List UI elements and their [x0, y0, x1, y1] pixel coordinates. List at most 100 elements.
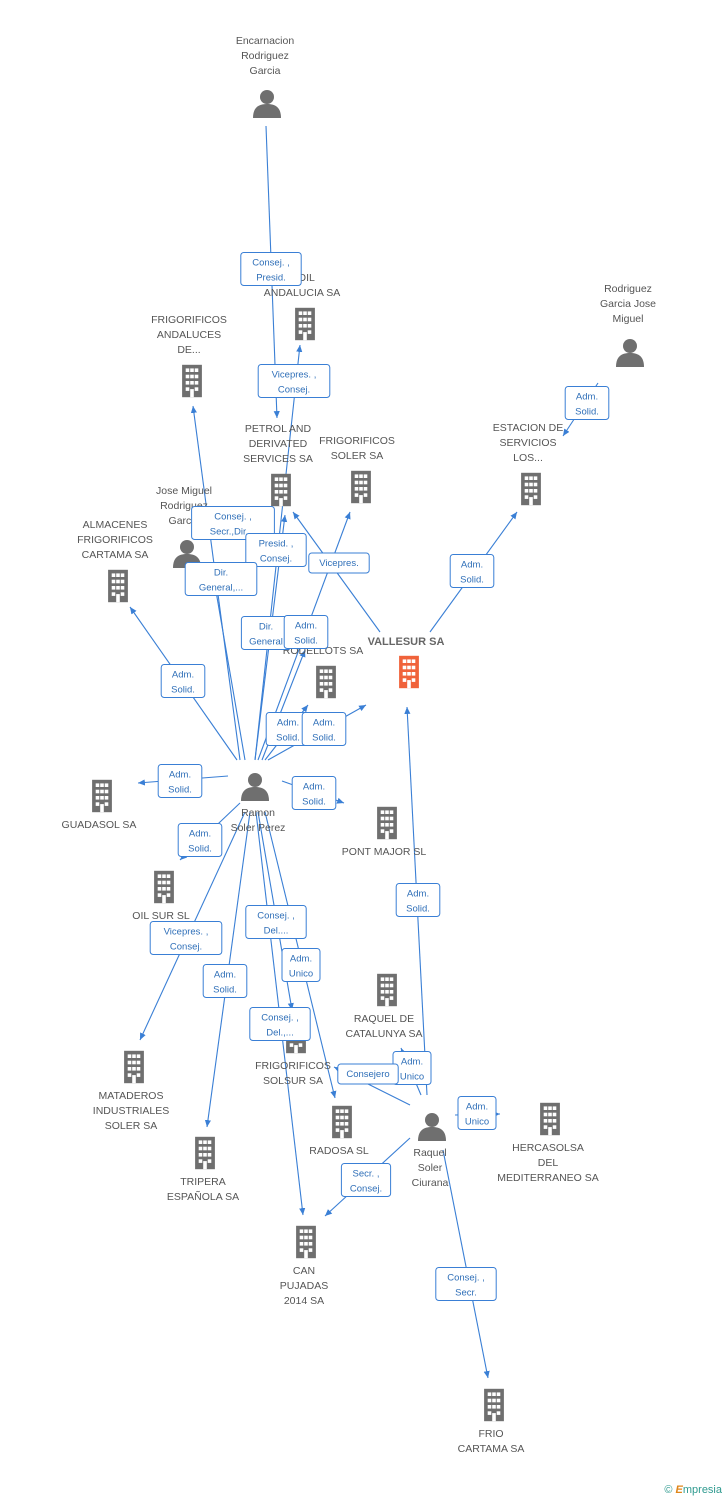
- node-label-line: DEL: [538, 1157, 559, 1169]
- edge-label-line: Del....: [264, 926, 289, 937]
- building-icon: [92, 779, 112, 813]
- node-label-line: MATADEROS: [99, 1090, 164, 1102]
- edge-label-box: [245, 905, 307, 939]
- edge-label-ramon-frig_andaluces[interactable]: Consej. ,Secr.,Dir....: [191, 506, 275, 540]
- node-label-line: RADOSA SL: [309, 1145, 369, 1157]
- edge-label-line: Solid.: [312, 733, 336, 744]
- edge-label-ramon-petrol[interactable]: Presid. ,Consej.: [245, 533, 307, 567]
- edge-label-raquel-hercasolsa[interactable]: Adm.Unico: [457, 1096, 497, 1130]
- node-label-line: Soler: [418, 1162, 443, 1174]
- edge-label-raquel-can_pujadas[interactable]: Secr. ,Consej.: [340, 1163, 392, 1197]
- edge-label-raquel-frio_cartama[interactable]: Consej. ,Secr.: [435, 1267, 497, 1301]
- edge-label-line: Dir.: [214, 568, 228, 579]
- edge-label-rodriguez_jm-estacion[interactable]: Adm.Solid.: [564, 386, 610, 420]
- edge-label-box: [435, 1267, 497, 1301]
- node-label-line: CATALUNYA SA: [345, 1028, 422, 1040]
- edge-label-line: Adm.: [169, 770, 191, 781]
- edge-label-box: [191, 506, 275, 540]
- edge-label-ramon-frig_soler_b[interactable]: Adm.Solid.: [283, 615, 329, 649]
- edge-label-line: General: [249, 637, 283, 648]
- edge-label-box: [395, 883, 441, 917]
- edge-label-ramon-pont_major[interactable]: Adm.Solid.: [291, 776, 337, 810]
- edge-label-ramon-can_pujadas[interactable]: Consej. ,Del.,...: [249, 1007, 311, 1041]
- edge-label-ramon-tripera[interactable]: Adm.Solid.: [202, 964, 248, 998]
- edge-label-line: Adm.: [466, 1102, 488, 1113]
- node-label-line: DERIVATED: [249, 438, 308, 450]
- edge-label-ramon-frig_solsur[interactable]: Consej. , Del....: [245, 905, 307, 939]
- edge-label-ramon-vallesur[interactable]: Adm.Solid.: [301, 712, 347, 746]
- edge-label-encarnacion-petrol[interactable]: Consej. ,Presid.: [240, 252, 302, 286]
- edge-label-ramon-guadasol[interactable]: Adm.Solid.: [157, 764, 203, 798]
- edge-label-line: Adm.: [401, 1057, 423, 1068]
- edge-label-line: Consej.: [278, 385, 310, 396]
- edge-label-text: Vicepres. ,Consej.: [164, 927, 209, 953]
- edge-label-ramon-almacenes[interactable]: Adm.Solid.: [160, 664, 206, 698]
- edge-label-line: Presid. ,: [259, 539, 294, 550]
- edge-label-ramon-radosa[interactable]: Adm.Unico: [281, 948, 321, 982]
- edge-label-ramon-oil_sur[interactable]: Adm.Solid.: [177, 823, 223, 857]
- edge-label-line: Secr.,Dir....: [210, 527, 256, 538]
- edge-label-raquel-raquel_cat[interactable]: Adm.Unico: [392, 1051, 432, 1085]
- edge-label-text: Adm.Solid.: [171, 670, 195, 696]
- edge-label-ramon-frig_soler[interactable]: Dir.General: [240, 616, 292, 650]
- edge-label-raquel-frig_solsur[interactable]: Consejero: [337, 1063, 399, 1085]
- edge-label-raquel-vallesur[interactable]: Adm.Solid.: [395, 883, 441, 917]
- edge-label-ramon-jose_miguel_box[interactable]: Dir.General,...: [184, 562, 258, 596]
- building-icon: [316, 665, 336, 699]
- node-radosa[interactable]: RADOSA SL: [309, 1105, 369, 1157]
- edge-label-box: [160, 664, 206, 698]
- edge-label-text: Dir.General: [249, 622, 283, 648]
- edge-label-line: Consej.: [170, 942, 202, 953]
- node-vallesur[interactable]: VALLESUR SA: [368, 636, 445, 689]
- edge-label-text: Adm.Solid.: [188, 829, 212, 855]
- edge-label-line: Adm.: [461, 560, 483, 571]
- node-label: VALLESUR SA: [368, 636, 445, 648]
- edge-label-line: Solid.: [294, 636, 318, 647]
- edge-label-box: [337, 1063, 399, 1085]
- node-guadasol[interactable]: GUADASOL SA: [62, 779, 137, 831]
- node-pont-major[interactable]: PONT MAJOR SL: [342, 806, 427, 858]
- node-oil-sur[interactable]: OIL SUR SL: [132, 870, 190, 922]
- edge-label-box: [281, 948, 321, 982]
- edge-label-line: Consej. ,: [257, 911, 295, 922]
- edge-label-ramon-mataderos[interactable]: Vicepres. ,Consej.: [149, 921, 223, 955]
- edge-label-ramon-oil_andalucia[interactable]: Vicepres. ,Consej.: [257, 364, 331, 398]
- edge-label-text: Adm.Solid.: [575, 392, 599, 418]
- edge-label-box: [449, 554, 495, 588]
- node-label-line: ESTACION DE: [493, 422, 563, 434]
- edge-label-text: Consej. ,Presid.: [252, 258, 290, 284]
- edge-label-vallesur-estacion[interactable]: Adm.Solid.: [449, 554, 495, 588]
- building-icon: [271, 473, 291, 507]
- node-rodellots[interactable]: RODELLOTS SA: [283, 645, 364, 699]
- edge-label-line: Solid.: [575, 407, 599, 418]
- node-label-line: FRIGORIFICOS: [319, 435, 395, 447]
- node-label-line: Jose Miguel: [156, 485, 212, 497]
- node-label-line: CARTAMA SA: [82, 549, 149, 561]
- node-label-line: SOLSUR SA: [263, 1075, 323, 1087]
- edge-label-vallesur-petrol[interactable]: Vicepres.: [308, 552, 370, 574]
- edge-raquel-frio_cartama: [442, 1149, 490, 1379]
